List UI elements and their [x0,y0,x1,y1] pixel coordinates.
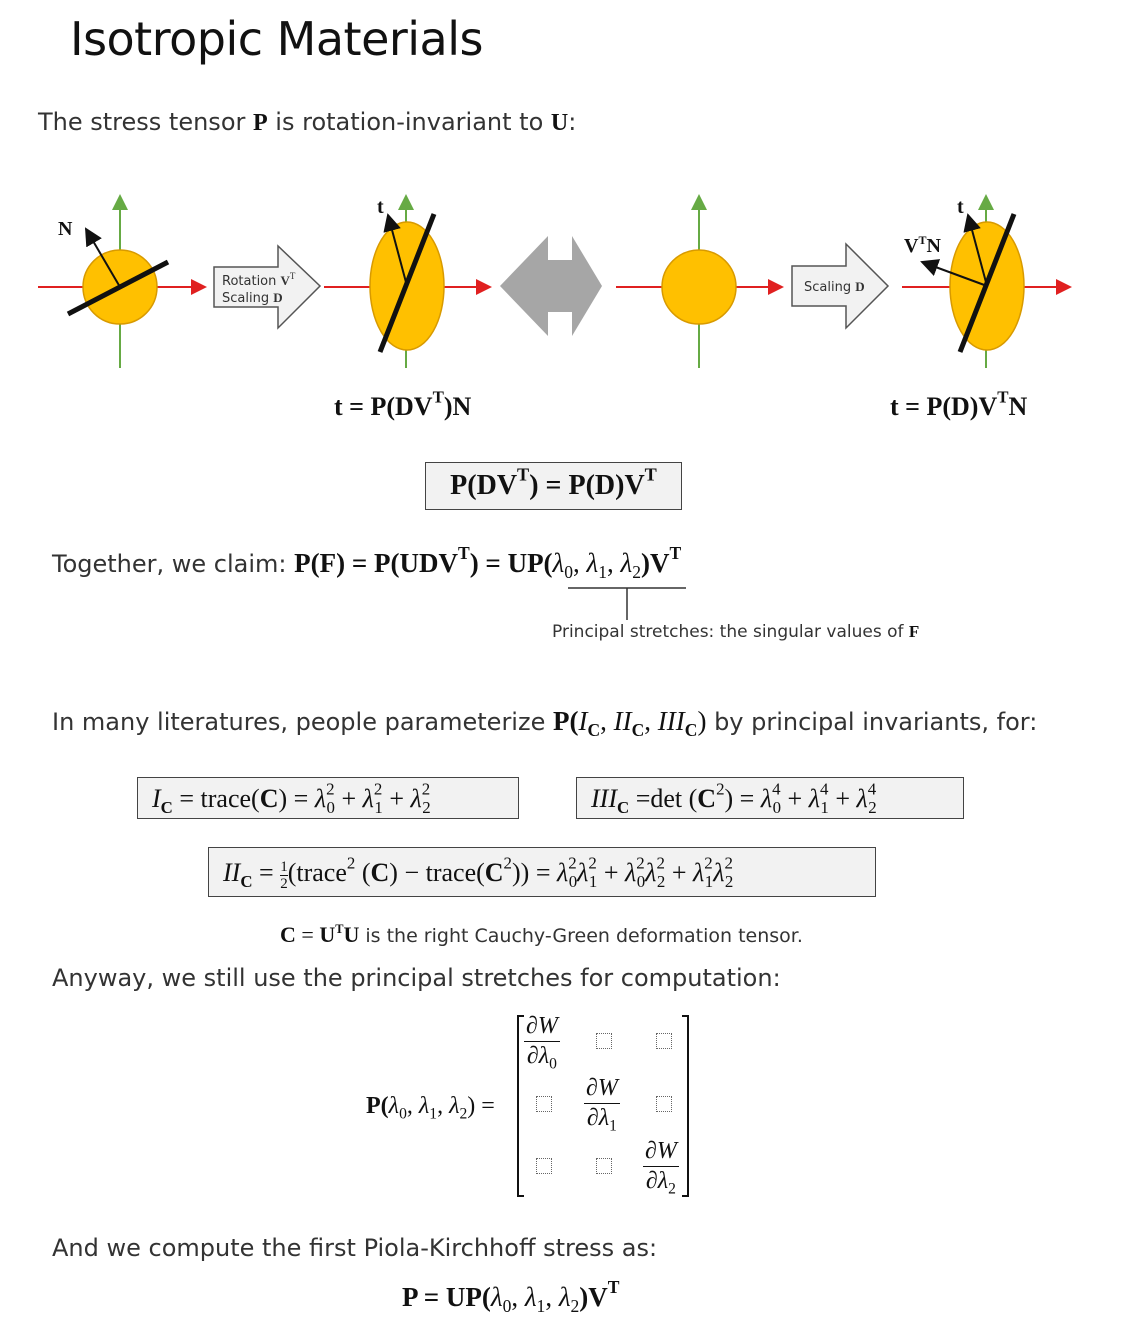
rotation-scaling-arrow [213,244,322,330]
label-N: N [58,218,73,240]
equivalence-arrow [500,236,602,336]
label-VTN: VTN [904,233,941,257]
matrix-entry-02 [656,1033,672,1049]
final-equation: P = UP(λ0, λ1, λ2)VT [402,1276,620,1317]
anyway-line: Anyway, we still use the principal stret… [52,964,781,992]
matrix-brackets [517,1015,689,1197]
matrix-entry-11: ∂W∂λ1 [584,1075,620,1135]
annotation-bracket [568,587,686,620]
and-line: And we compute the first Piola-Kirchhoff… [52,1234,658,1262]
panel-circle-rotated [38,194,207,368]
matrix-entry-21 [596,1158,612,1174]
arrow2-text: Scaling D [804,279,865,295]
box-first-invariant: IC = trace(C) = λ20 + λ21 + λ22 [137,777,519,819]
cauchy-green-definition: C = UTU is the right Cauchy-Green deform… [280,921,803,947]
traction-vector-4 [963,213,988,287]
matrix-entry-01 [596,1033,612,1049]
box-third-invariant: IIIC =det (C2) = λ40 + λ41 + λ42 [576,777,964,819]
panel-ellipse-rotated [324,194,492,368]
matrix-entry-00: ∂W∂λ0 [524,1013,560,1073]
matrix-entry-22: ∂W∂λ2 [643,1138,679,1198]
symbol-P: P [253,110,268,136]
arrow1-line2: Scaling D [222,290,283,306]
equation-left: t = P(DVT)N [334,387,472,421]
claim-line: Together, we claim: P(F) = P(UDVT) = UP(… [52,542,682,583]
boxed-identity: P(DVT) = P(D)VT [425,462,682,510]
label-t1: t [377,196,384,218]
arrow1-line1: Rotation VT [222,271,296,289]
annotation-text: Principal stretches: the singular values… [552,622,920,642]
unit-circle-3 [661,249,737,325]
intro-line: The stress tensor P is rotation-invarian… [38,108,576,137]
panel-circle-plain [616,194,784,368]
claim-text: Together, we claim: [52,550,295,578]
intro-text: The stress tensor [38,108,253,136]
intro-colon: : [568,108,577,136]
label-t2: t [957,196,964,218]
rotated-plane [66,259,170,317]
scaling-arrow [791,242,890,330]
matrix-entry-20 [536,1158,552,1174]
equation-right: t = P(D)VTN [890,387,1028,421]
panel-ellipse-scaled [902,194,1072,368]
intro-text-mid: is rotation-invariant to [267,108,551,136]
normal-vector [84,227,121,288]
page-title: Isotropic Materials [70,12,484,66]
matrix-entry-10 [536,1096,552,1112]
rotated-normal [920,259,988,287]
matrix-lhs: P(λ0, λ1, λ2) = [366,1093,495,1123]
rotation-scaling-diagram: N Rotation VT Scaling D t Scaling D t VT… [38,194,1072,368]
literature-line: In many literatures, people parameterize… [52,706,1038,741]
traction-vector [383,213,408,287]
symbol-U: U [550,110,569,136]
matrix-entry-12 [656,1096,672,1112]
claim-formula: P(F) = P(UDVT) = UP(λ0, λ1, λ2)VT [294,542,682,583]
